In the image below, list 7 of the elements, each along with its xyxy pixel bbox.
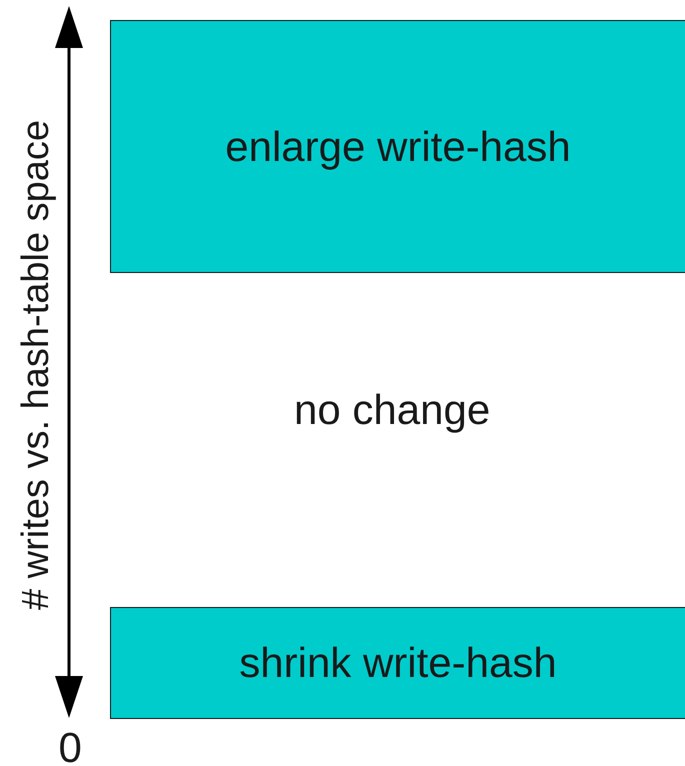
region-label: no change [294, 389, 490, 431]
process-box [110, 20, 685, 273]
process-box [110, 607, 685, 719]
box-label: shrink write-hash [239, 639, 557, 687]
box-label: enlarge write-hash [225, 122, 571, 170]
axis-title: # writes vs. hash-table space [17, 120, 55, 610]
axis-tick-label: 0 [58, 727, 82, 766]
